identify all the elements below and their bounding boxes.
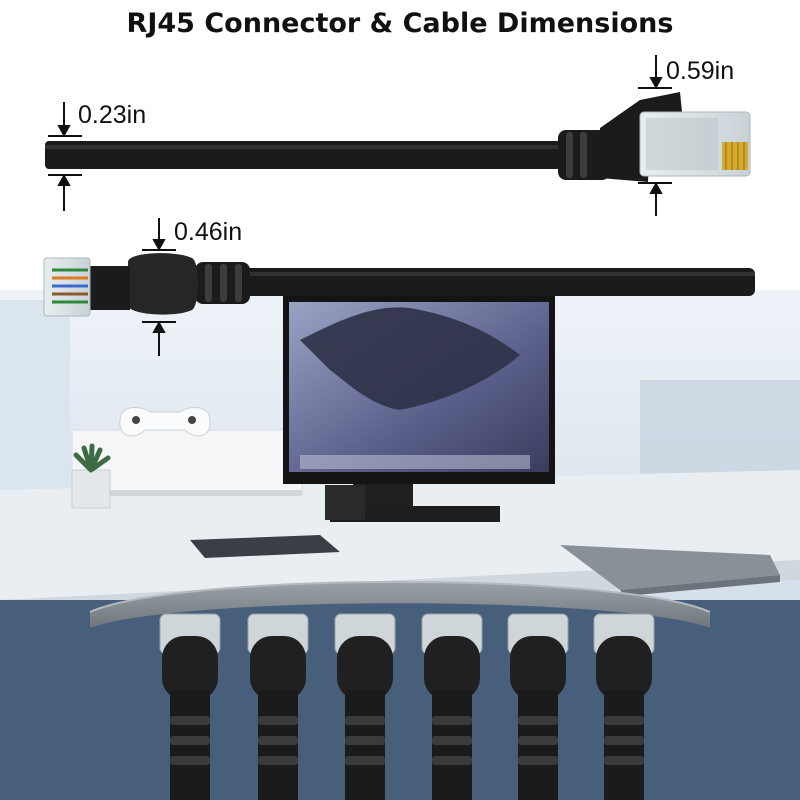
plug-width-label: 0.59in <box>666 57 735 85</box>
plug-row <box>159 613 655 800</box>
organizer-plug <box>159 613 221 800</box>
monitor <box>283 296 555 522</box>
dim-marker-cable <box>48 102 82 211</box>
organizer-plug <box>247 613 309 800</box>
page-title: RJ45 Connector & Cable Dimensions <box>126 8 674 39</box>
potted-plant <box>71 443 111 509</box>
organizer-plug <box>507 613 569 800</box>
keyboard <box>190 535 340 558</box>
dim-marker-boot <box>142 218 176 356</box>
cable-middle <box>43 253 755 317</box>
laptop <box>560 545 780 596</box>
cable-diameter-label: 0.23in <box>78 101 147 129</box>
boot-width-label: 0.46in <box>174 218 243 246</box>
cable-organizer <box>89 581 711 628</box>
organizer-plug <box>334 613 396 800</box>
organizer-plug <box>421 613 483 800</box>
dim-marker-plug <box>638 55 672 216</box>
organizer-plug <box>593 613 655 800</box>
cable-top <box>45 92 751 182</box>
